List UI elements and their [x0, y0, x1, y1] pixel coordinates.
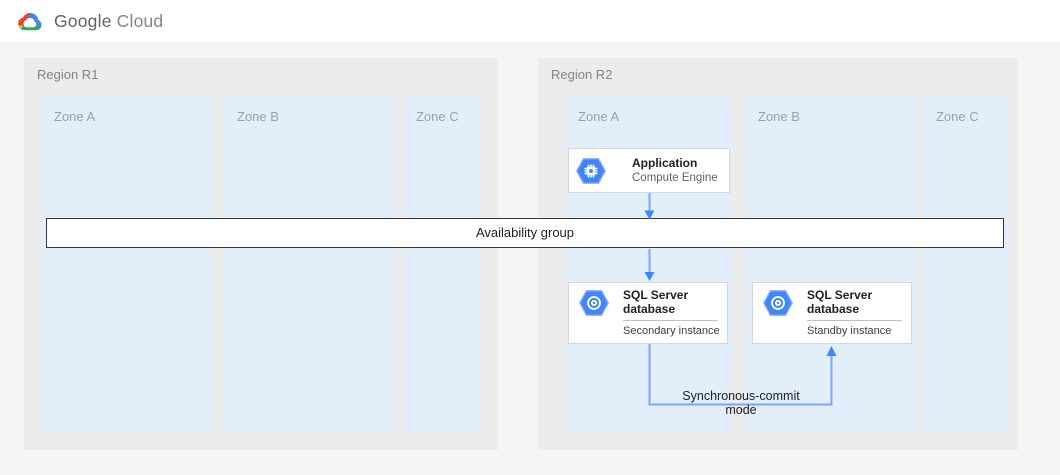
application-title: Application: [632, 156, 698, 170]
sql-secondary-instance: Secondary instance: [623, 325, 720, 337]
google-cloud-logo: Google Cloud: [14, 9, 163, 34]
region-r1-zone-a: Zone A: [42, 97, 212, 433]
sql-standby-title: SQL Server database: [807, 288, 873, 316]
region-r1-zone-c: Zone C: [404, 97, 482, 433]
application-card: Application Compute Engine: [568, 148, 730, 193]
zone-label: Zone B: [758, 109, 800, 124]
region-label: Region R1: [37, 67, 99, 82]
sql-secondary-card: SQL Server database Secondary instance: [568, 282, 728, 344]
zone-label: Zone A: [54, 109, 96, 124]
card-divider: [623, 320, 718, 321]
logo-text-google: Google: [54, 11, 112, 31]
sql-standby-instance: Standby instance: [807, 325, 892, 337]
compute-engine-icon: [576, 157, 606, 184]
sql-database-icon: [579, 290, 609, 316]
sql-standby-card: SQL Server database Standby instance: [752, 282, 912, 344]
region-r2-zone-c: Zone C: [924, 97, 1010, 433]
zone-label: Zone C: [936, 109, 979, 124]
sql-database-icon: [763, 290, 793, 316]
application-subtitle: Compute Engine: [632, 172, 718, 184]
sql-secondary-title: SQL Server database: [623, 288, 689, 316]
region-r1-zone-b: Zone B: [225, 97, 395, 433]
application-card-text: Application Compute Engine: [632, 156, 718, 185]
availability-group-bar: Availability group: [46, 218, 1004, 248]
card-divider: [807, 320, 902, 321]
logo-text-cloud: Cloud: [116, 11, 164, 31]
sync-commit-label: Synchronous-commit mode: [682, 389, 800, 417]
region-r2-zone-b: Zone B: [746, 97, 917, 433]
zone-label: Zone A: [578, 109, 620, 124]
zone-label: Zone B: [237, 109, 279, 124]
zone-label: Zone C: [416, 109, 459, 124]
region-r1: Region R1 Zone A Zone B Zone C: [24, 58, 498, 450]
google-cloud-icon: [18, 12, 42, 31]
region-label: Region R2: [551, 67, 613, 82]
